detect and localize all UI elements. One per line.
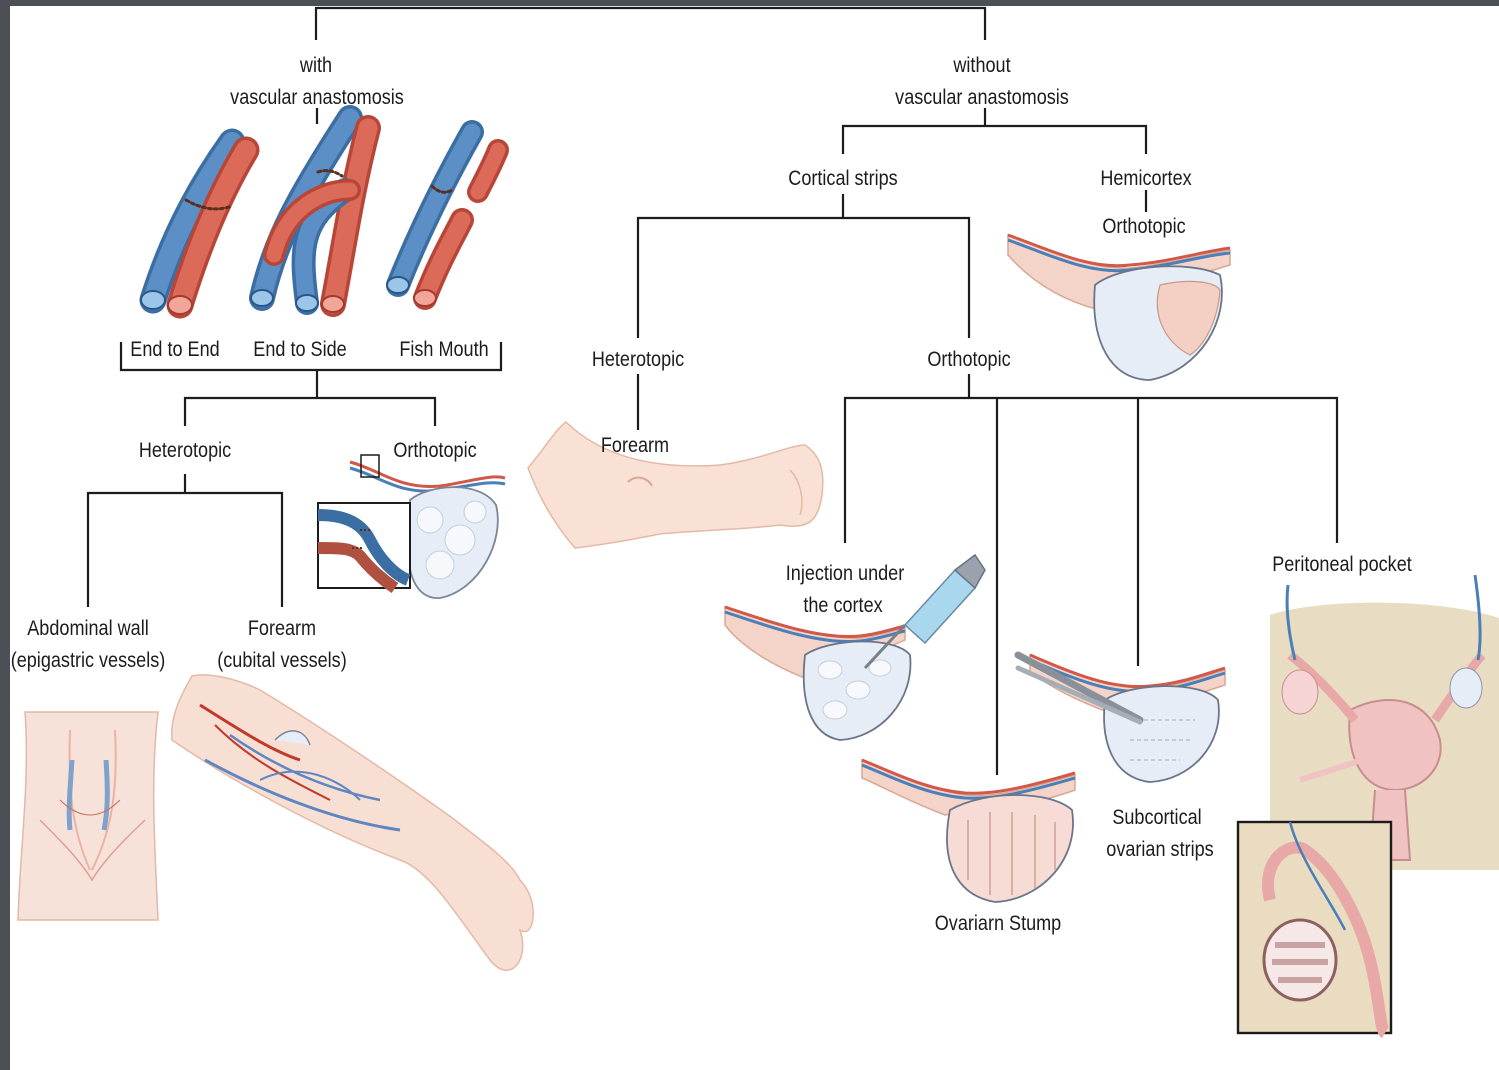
fish-mouth-illustration — [387, 132, 498, 306]
right-forearm-label: Forearm — [583, 430, 686, 462]
technique-fish-mouth-label: Fish Mouth — [392, 334, 495, 366]
peritoneal-pocket-illustration — [1238, 575, 1499, 1033]
with-label: with — [273, 50, 359, 82]
right-orthotopic-label: Orthotopic — [917, 344, 1020, 376]
ovarian-stump-illustration — [862, 760, 1075, 902]
left-heterotopic-label: Heterotopic — [125, 435, 245, 467]
ovarian-stump-label: Ovariarn Stump — [921, 908, 1076, 940]
end-to-side-illustration — [251, 118, 368, 312]
epigastric-vessels-label: (epigastric vessels) — [11, 645, 166, 677]
with-vascular-anastomosis-label: vascular anastomosis — [188, 82, 446, 114]
figure-canvas: with vascular anastomosis End to End End… — [10, 6, 1499, 1070]
technique-end-to-side-label: End to Side — [248, 334, 351, 366]
hemicortex-ovary-illustration — [1008, 235, 1230, 380]
cortical-strips-label: Cortical strips — [774, 163, 912, 195]
peritoneal-pocket-label: Peritoneal pocket — [1265, 549, 1420, 581]
abdominal-wall-illustration — [18, 712, 158, 920]
end-to-end-illustration — [141, 142, 246, 314]
ovarian-strips-label: ovarian strips — [1091, 834, 1229, 866]
hemicortex-label: Hemicortex — [1086, 163, 1206, 195]
hemicortex-orthotopic-label: Orthotopic — [1092, 211, 1195, 243]
subcortical-label: Subcortical — [1097, 802, 1217, 834]
abdominal-wall-label: Abdominal wall — [11, 613, 166, 645]
cubital-vessels-label: (cubital vessels) — [213, 645, 351, 677]
without-label: without — [939, 50, 1025, 82]
subcortical-ovary-illustration — [1018, 655, 1225, 782]
injection-label: Injection under — [776, 558, 914, 590]
technique-end-to-end-label: End to End — [123, 334, 226, 366]
forearm-cubital-label: Forearm — [222, 613, 342, 645]
under-cortex-label: the cortex — [791, 590, 894, 622]
left-orthotopic-label: Orthotopic — [383, 435, 486, 467]
anastomosed-ovary-illustration — [318, 455, 505, 598]
right-heterotopic-label: Heterotopic — [578, 344, 698, 376]
forearm-vessels-illustration — [172, 675, 533, 970]
without-vascular-anastomosis-label: vascular anastomosis — [853, 82, 1111, 114]
